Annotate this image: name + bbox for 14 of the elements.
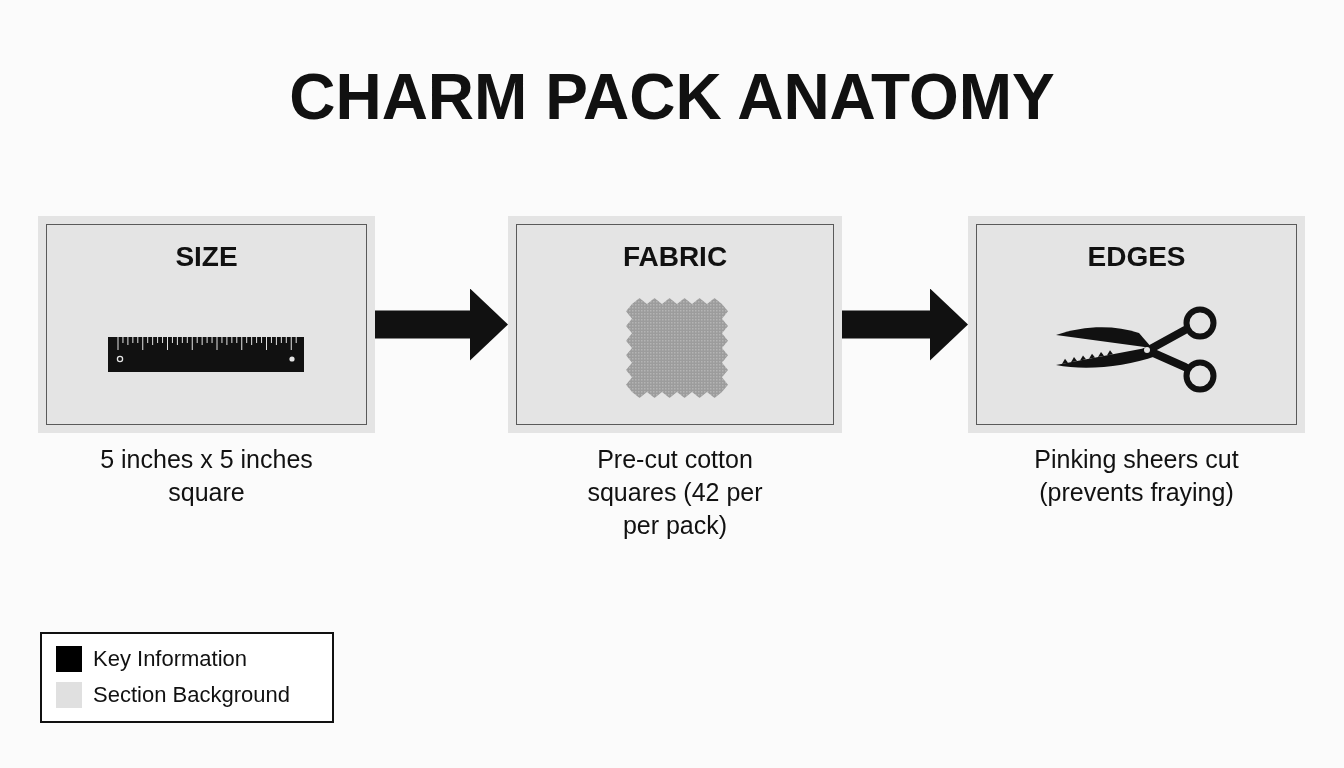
section-heading: FABRIC — [622, 240, 728, 274]
section-box — [38, 216, 375, 433]
arrow — [842, 288, 968, 361]
section-box — [968, 216, 1305, 433]
legend-label: Key Information — [93, 646, 248, 672]
section-heading: EDGES — [1087, 240, 1186, 274]
section-caption: 5 inches x 5 inches square — [99, 444, 314, 508]
diagram-title: CHARM PACK ANATOMY — [288, 60, 1056, 135]
section-heading: SIZE — [175, 240, 238, 274]
section-box — [508, 216, 842, 433]
legend-label: Section Background — [93, 682, 290, 708]
section-caption: Pre-cut cotton squares (42 per per pack) — [586, 444, 764, 541]
arrow — [375, 288, 508, 361]
section-caption: Pinking sheers cut (prevents fraying) — [1033, 444, 1240, 508]
